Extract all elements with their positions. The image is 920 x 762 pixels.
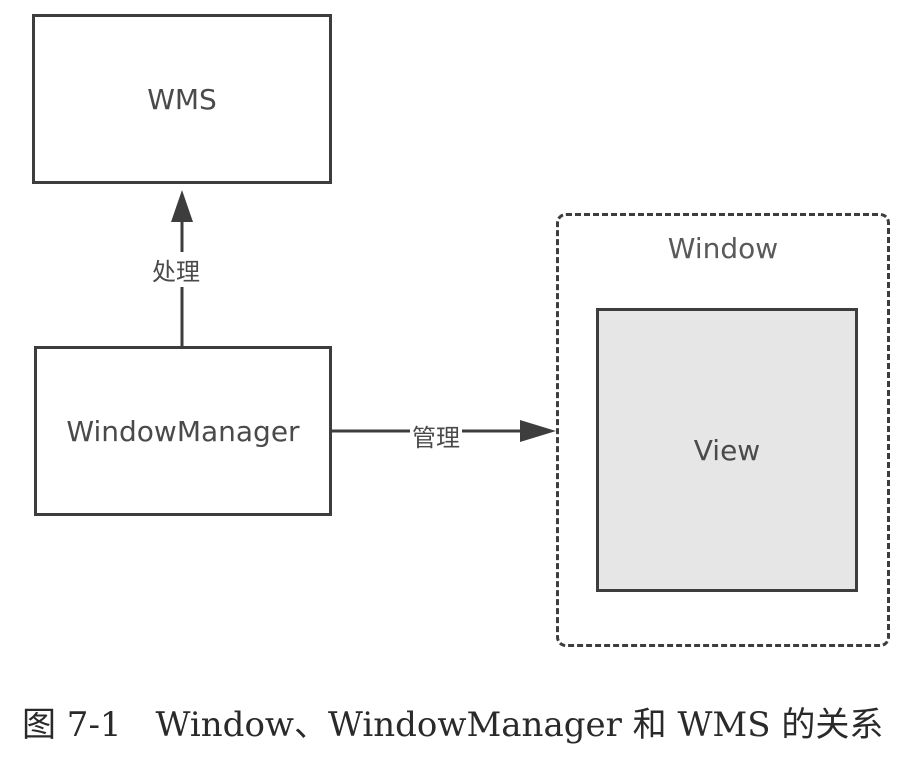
edge-handle-label: 处理 [150,252,202,287]
edge-handle-arrowhead [171,190,193,222]
edge-manage-label: 管理 [410,418,462,453]
window-label: Window [667,232,779,265]
wms-label: WMS [147,82,217,116]
view-node: View [596,308,858,592]
figure-caption: 图 7-1 Window、WindowManager 和 WMS 的关系 [22,705,884,745]
window-manager-label: WindowManager [66,414,300,448]
edge-manage-arrowhead [520,420,556,442]
window-container-node: Window [556,213,890,647]
view-label: View [693,433,761,467]
window-manager-node: WindowManager [34,346,332,516]
wms-node: WMS [32,14,332,184]
